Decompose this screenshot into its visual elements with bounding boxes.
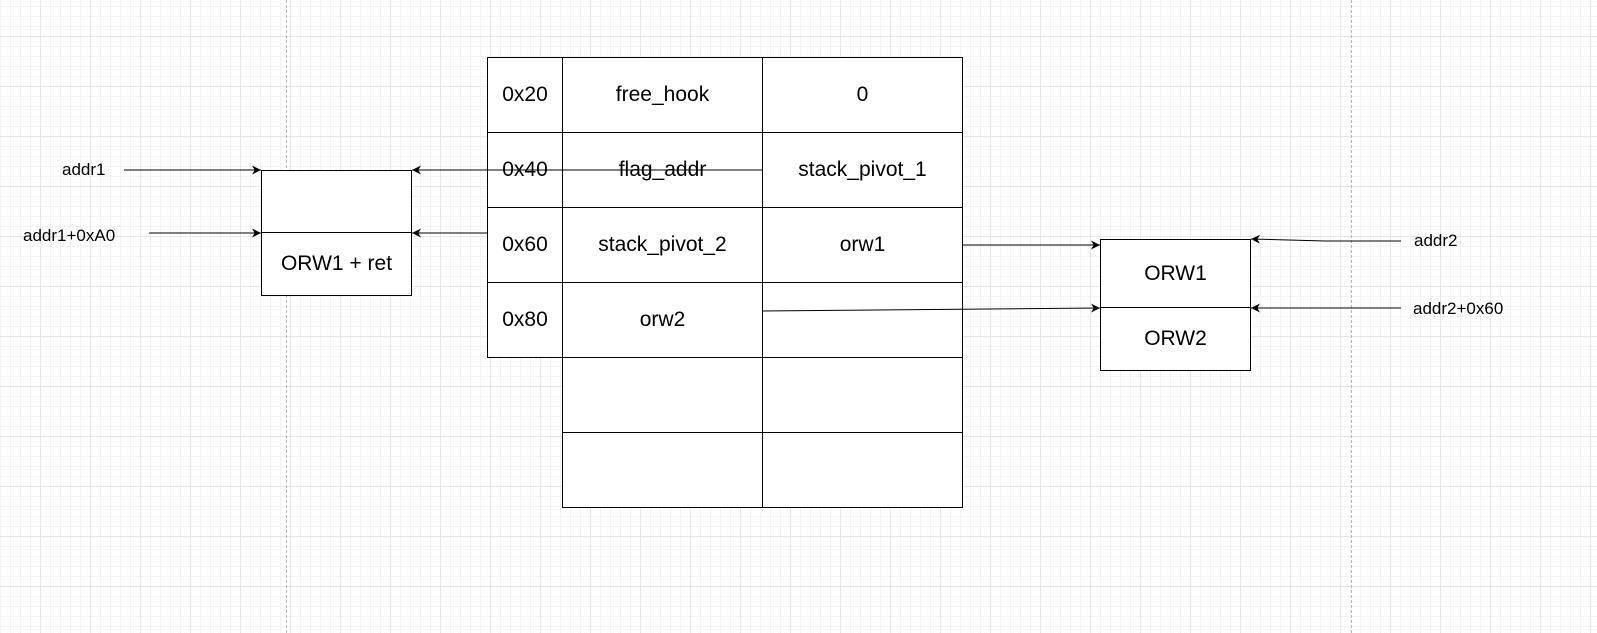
offset-cell-0x20: 0x20 (487, 57, 563, 133)
left-block-orw1-ret: ORW1 + ret (261, 232, 412, 296)
table-cell-empty-r5-left (562, 357, 763, 433)
table-cell-stack-pivot-2: stack_pivot_2 (562, 207, 763, 283)
label-addr2-plus-0x60: addr2+0x60 (1413, 299, 1504, 318)
left-block-top (261, 170, 412, 233)
table-cell-orw1: orw1 (762, 207, 963, 283)
table-cell-zero: 0 (762, 57, 963, 133)
guide-line-left (286, 0, 287, 633)
right-block-orw2: ORW2 (1100, 307, 1251, 371)
table-cell-free-hook: free_hook (562, 57, 763, 133)
offset-cell-0x80: 0x80 (487, 282, 563, 358)
right-block-orw1: ORW1 (1100, 239, 1251, 308)
offset-cell-0x60: 0x60 (487, 207, 563, 283)
label-addr1: addr1 (62, 160, 106, 179)
arrow-addr2 (1250, 234, 1401, 244)
table-cell-stack-pivot-1: stack_pivot_1 (762, 132, 963, 208)
label-addr1-plus-0xa0: addr1+0xA0 (23, 226, 116, 245)
table-cell-empty-r6-left (562, 432, 763, 508)
table-cell-empty-r6-right (762, 432, 963, 508)
guide-line-right (1351, 0, 1352, 633)
arrow-orw2-to-right-block (761, 303, 1101, 313)
table-cell-orw2: orw2 (562, 282, 763, 358)
label-addr2: addr2 (1414, 231, 1458, 250)
table-cell-empty-r5-right (762, 357, 963, 433)
